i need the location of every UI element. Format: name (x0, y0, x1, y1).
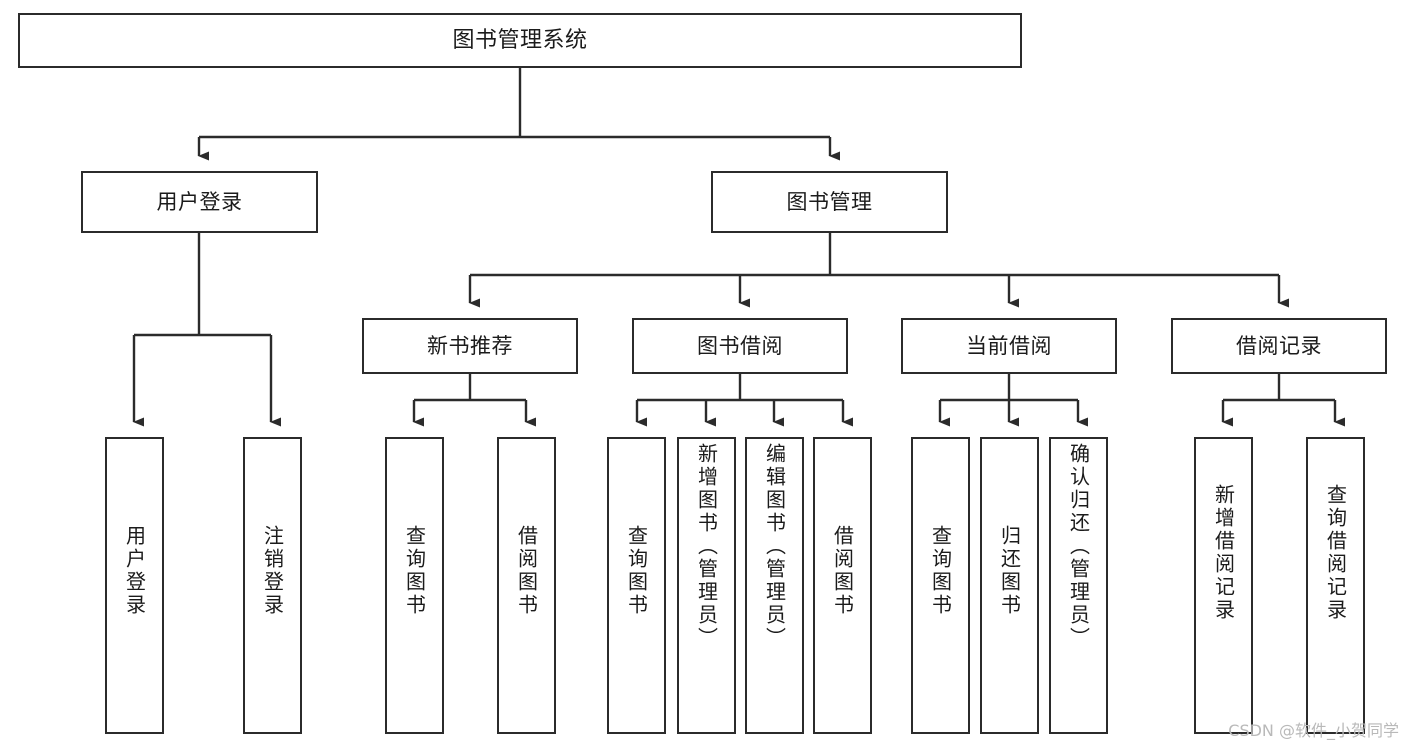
leaf-add-borrow-record[interactable]: 新增借阅记录 (1194, 437, 1253, 734)
leaf-edit-book-admin[interactable]: 编辑图书（管理员） (745, 437, 804, 734)
node-label: 查询图书 (402, 525, 427, 617)
node-label: 注销登录 (260, 525, 285, 617)
node-label: 新增图书（管理员） (694, 443, 719, 650)
leaf-add-book-admin[interactable]: 新增图书（管理员） (677, 437, 736, 734)
node-current-borrow[interactable]: 当前借阅 (901, 318, 1117, 374)
node-borrow-records[interactable]: 借阅记录 (1171, 318, 1387, 374)
leaf-query-book-current[interactable]: 查询图书 (911, 437, 970, 734)
leaf-logout[interactable]: 注销登录 (243, 437, 302, 734)
leaf-user-login[interactable]: 用户登录 (105, 437, 164, 734)
node-label: 编辑图书（管理员） (762, 443, 787, 650)
node-label: 图书管理 (786, 189, 873, 214)
node-new-book-recommendation[interactable]: 新书推荐 (362, 318, 578, 374)
leaf-confirm-return-admin[interactable]: 确认归还（管理员） (1049, 437, 1108, 734)
node-user-login[interactable]: 用户登录 (81, 171, 318, 233)
leaf-query-borrow-record[interactable]: 查询借阅记录 (1306, 437, 1365, 734)
node-label: 查询图书 (624, 525, 649, 617)
node-label: 借阅图书 (514, 525, 539, 617)
node-label: 图书借阅 (697, 333, 783, 358)
node-label: 借阅图书 (830, 525, 855, 617)
leaf-return-book[interactable]: 归还图书 (980, 437, 1039, 734)
leaf-query-book[interactable]: 查询图书 (607, 437, 666, 734)
node-label: 确认归还（管理员） (1066, 443, 1091, 650)
node-book-borrow[interactable]: 图书借阅 (632, 318, 848, 374)
leaf-borrow-book-recommend[interactable]: 借阅图书 (497, 437, 556, 734)
node-label: 图书管理系统 (452, 27, 588, 53)
node-label: 新增借阅记录 (1211, 484, 1236, 622)
leaf-query-book-recommend[interactable]: 查询图书 (385, 437, 444, 734)
node-label: 当前借阅 (966, 333, 1052, 358)
csdn-watermark: CSDN @软件_小贺同学 (1228, 721, 1399, 740)
leaf-borrow-book[interactable]: 借阅图书 (813, 437, 872, 734)
node-label: 查询借阅记录 (1323, 484, 1348, 622)
node-label: 借阅记录 (1236, 333, 1322, 358)
node-label: 用户登录 (156, 189, 243, 214)
node-label: 查询图书 (928, 525, 953, 617)
node-label: 用户登录 (122, 525, 147, 617)
node-label: 归还图书 (997, 525, 1022, 617)
node-root-system[interactable]: 图书管理系统 (18, 13, 1022, 68)
node-book-management[interactable]: 图书管理 (711, 171, 948, 233)
node-label: 新书推荐 (427, 333, 513, 358)
